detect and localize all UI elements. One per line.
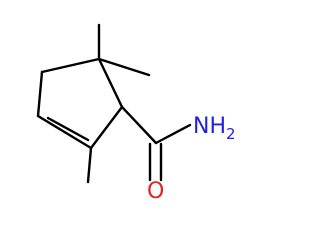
nitrogen-symbol: NH	[193, 114, 226, 139]
methyl-bond	[86, 146, 93, 184]
ring-double-bond-inner	[46, 116, 90, 142]
nitrogen-label: NH2	[193, 114, 236, 143]
ring-bond	[36, 114, 93, 150]
carbonyl-carbon-bond	[120, 105, 158, 145]
c-n-bond	[154, 123, 192, 145]
ring-bond	[36, 70, 44, 118]
methyl-bond	[97, 57, 151, 77]
chemical-structure: NH2 O	[36, 23, 236, 204]
nitrogen-subscript: 2	[226, 125, 236, 143]
oxygen-label: O	[147, 179, 164, 204]
ring-bond	[89, 105, 124, 150]
ring-bond	[97, 57, 124, 109]
ring-bond	[40, 57, 101, 74]
